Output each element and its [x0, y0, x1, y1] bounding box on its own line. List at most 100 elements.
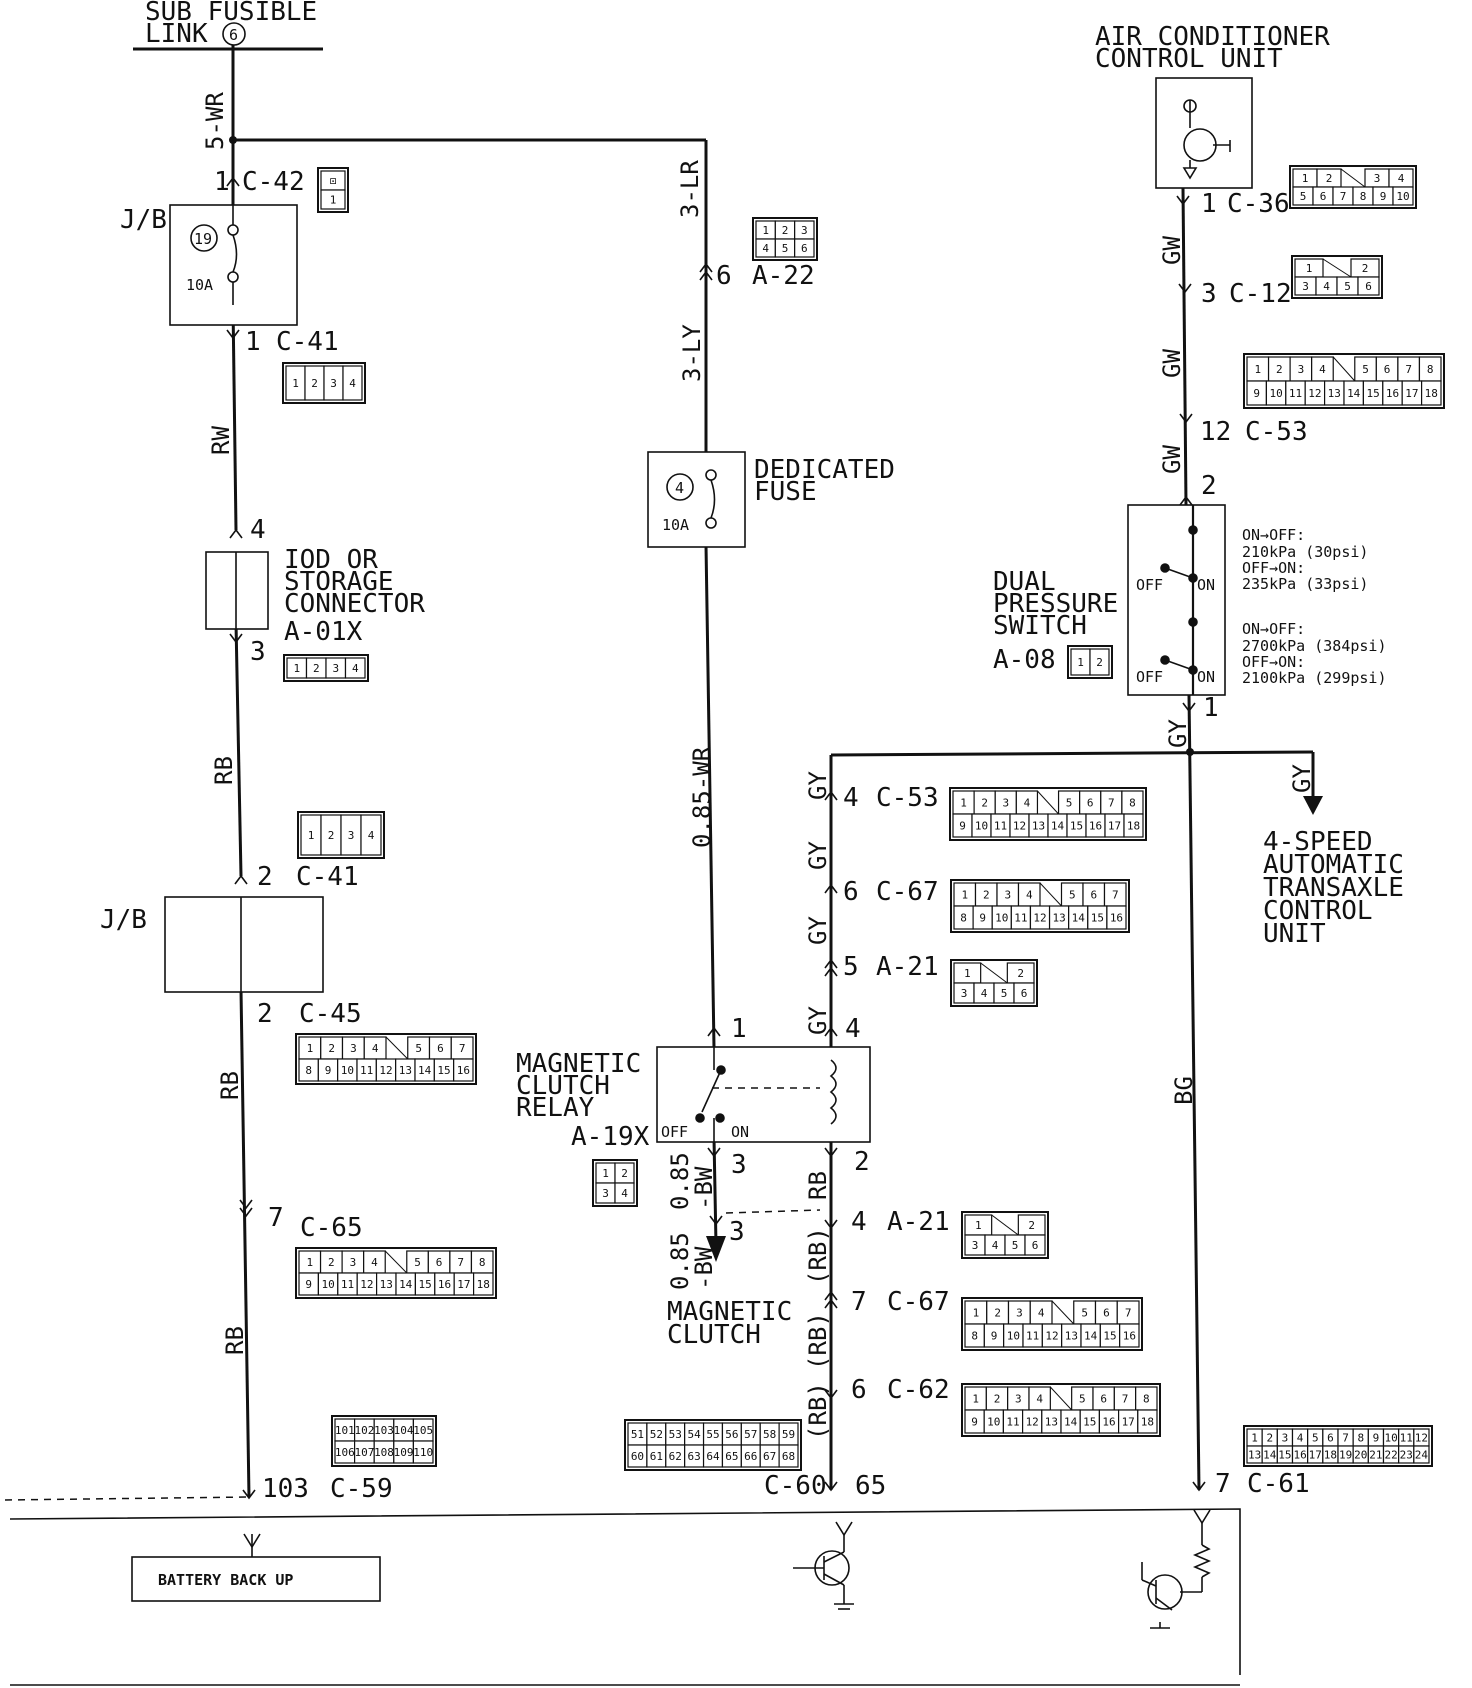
connector-pin-cell	[1420, 380, 1442, 406]
relay-off-label: OFF	[661, 1123, 688, 1141]
connector-pin-number: 12	[1045, 1330, 1058, 1343]
connector-pin-number: 16	[1386, 387, 1399, 400]
connector-blank-mark	[980, 962, 1008, 984]
c36-pin: 1	[1201, 189, 1217, 219]
connector-pin-number: 18	[1324, 1449, 1337, 1462]
ac-unit-transistor-icon	[1182, 99, 1231, 180]
connector-pin-number: 4	[762, 242, 769, 255]
c59-pin: 103	[262, 1474, 309, 1504]
connector-pin-number: 12	[1415, 1432, 1428, 1445]
connector-pin-number: 11	[1026, 1330, 1039, 1343]
connector-pin-number: 19	[1339, 1449, 1352, 1462]
a22-pin: 6	[716, 261, 732, 291]
wire-label-rb-p1: (RB)	[804, 1227, 832, 1285]
connector-pin-number: 8	[1360, 190, 1367, 203]
connector-pin-number: 12	[1013, 820, 1026, 833]
connector-pin-number: 55	[706, 1428, 719, 1441]
connector-pin-number: 7	[457, 1256, 464, 1269]
connector-pin-number: 16	[457, 1064, 470, 1077]
connector-pin-number: 7	[1112, 889, 1119, 902]
wire-label-rb-3: RB	[221, 1326, 249, 1355]
connector-pin-number: 18	[1425, 387, 1438, 400]
c41a-label: C-41	[276, 327, 339, 357]
connector-pin-number: 11	[341, 1278, 354, 1291]
connector-pin-number: 9	[1373, 1432, 1380, 1445]
connector-pin-number: 4	[372, 1042, 379, 1055]
fuse-19-number: 19	[194, 230, 212, 248]
connector-pin-number: 2	[1028, 1219, 1035, 1232]
c53a-label: C-53	[1245, 417, 1308, 447]
connector-pin-cell	[342, 365, 363, 401]
wire-label-gw-3: GW	[1158, 445, 1186, 474]
tcu-label-4: CONTROL	[1263, 896, 1373, 926]
connector-pin-number: 3	[330, 377, 337, 390]
connector-pin-number: 13	[1328, 387, 1341, 400]
connector-blank-mark	[1322, 258, 1352, 278]
c41b-pin: 2	[257, 862, 273, 892]
c45-pin: 2	[257, 999, 273, 1029]
connector-pin-number: 14	[418, 1064, 432, 1077]
pressure-1-line-2: 210kPa (30psi)	[1242, 543, 1368, 561]
iod-label-3: CONNECTOR	[284, 589, 425, 619]
connector-pin-number: 7	[1342, 1432, 1349, 1445]
connector-pin-number: 3	[801, 224, 808, 237]
connector-pin-cell	[344, 657, 366, 679]
c42-pin: 1	[214, 167, 230, 197]
relay-switch-icon	[695, 1047, 837, 1142]
connector-pin-number: 2	[1266, 1432, 1273, 1445]
connector-pin-number: 15	[1083, 1416, 1096, 1429]
connector-pin-number: 4	[981, 987, 988, 1000]
connector-pin-cell	[1357, 276, 1380, 296]
connector-pin-number: 9	[325, 1064, 332, 1077]
connector-pin-number: 7	[1405, 363, 1412, 376]
wire-label-rb-2: RB	[216, 1071, 244, 1100]
connector-blank-mark	[1051, 1300, 1075, 1325]
connector-blank-mark	[1037, 790, 1059, 815]
connector-pin-number: 7	[1340, 190, 1347, 203]
c45-label: C-45	[299, 999, 362, 1029]
connector-pin-number: 11	[1014, 912, 1027, 925]
connector-pin-number: 52	[650, 1428, 663, 1441]
connector-pin-number: 9	[959, 820, 966, 833]
connector-pin-number: 2	[983, 889, 990, 902]
magnetic-clutch-label-2: CLUTCH	[667, 1320, 761, 1350]
connector-pin-number: 5	[1069, 889, 1076, 902]
connector-pin-number: 2	[994, 1307, 1001, 1320]
connector-pin-number: 24	[1415, 1449, 1429, 1462]
tcu-label-1: 4-SPEED	[1263, 827, 1373, 857]
wire-label-bw-c: 0.85	[666, 1232, 694, 1290]
connector-pin-number: 16	[1293, 1449, 1306, 1462]
connector-pin-number: 11	[360, 1064, 373, 1077]
connector-pin-number: 14	[1051, 820, 1065, 833]
battery-ground-symbol	[243, 1533, 261, 1558]
connector-pin-number: 18	[477, 1278, 490, 1291]
a22-label: A-22	[752, 261, 815, 291]
ac-unit-label-1: AIR CONDITIONER	[1095, 22, 1330, 52]
c12-pin: 3	[1201, 279, 1217, 309]
connector-pin-number: 4	[1297, 1432, 1304, 1445]
switch-off-label-1: OFF	[1136, 576, 1163, 594]
dual-switch-label-3: SWITCH	[993, 611, 1087, 641]
connector-pin-number: 104	[394, 1424, 414, 1437]
connector-pin-cell	[1137, 1409, 1158, 1434]
connector-pin-number: 1	[973, 1307, 980, 1320]
connector-pin-number: 107	[354, 1446, 374, 1459]
connector-pin-number: 13	[1065, 1330, 1078, 1343]
c61-transistor-icon	[1141, 1509, 1212, 1629]
connector-pin-number: 14	[1072, 912, 1086, 925]
relay-pin-1: 1	[731, 1014, 747, 1044]
iod-pin-bottom: 3	[250, 637, 266, 667]
wire-label-rb-mid: RB	[804, 1171, 832, 1200]
connector-pin-number: 6	[1320, 190, 1327, 203]
connector-pin-cell	[1024, 1234, 1046, 1256]
connector-pin-number: 15	[1070, 820, 1083, 833]
connector-pin-number: 1	[1302, 172, 1309, 185]
pressure-2-line-4: 2100kPa (299psi)	[1242, 669, 1387, 687]
connector-pin-number: 63	[687, 1450, 700, 1463]
connector-pin-number: 10	[1007, 1330, 1020, 1343]
connector-pin-number: 65	[725, 1450, 738, 1463]
